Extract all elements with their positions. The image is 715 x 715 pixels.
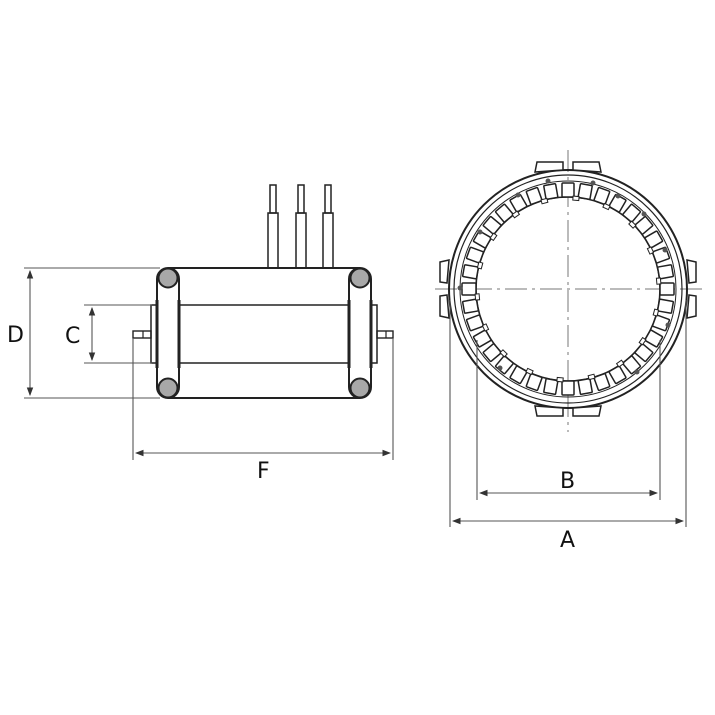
dimension-label-d: D [7, 323, 24, 348]
winding-circles [157, 267, 371, 399]
side-view [132, 184, 394, 399]
dimension-label-b: B [560, 469, 575, 494]
dimension-label-f: F [257, 459, 270, 484]
side-dimensions [24, 267, 394, 460]
dimension-label-c: C [65, 324, 80, 349]
stator-outer-ring [448, 169, 688, 409]
front-view [435, 150, 705, 432]
lead-wires [267, 184, 334, 269]
dimension-label-a: A [560, 528, 575, 553]
front-dimensions [449, 300, 687, 527]
stator-slots [461, 182, 675, 396]
